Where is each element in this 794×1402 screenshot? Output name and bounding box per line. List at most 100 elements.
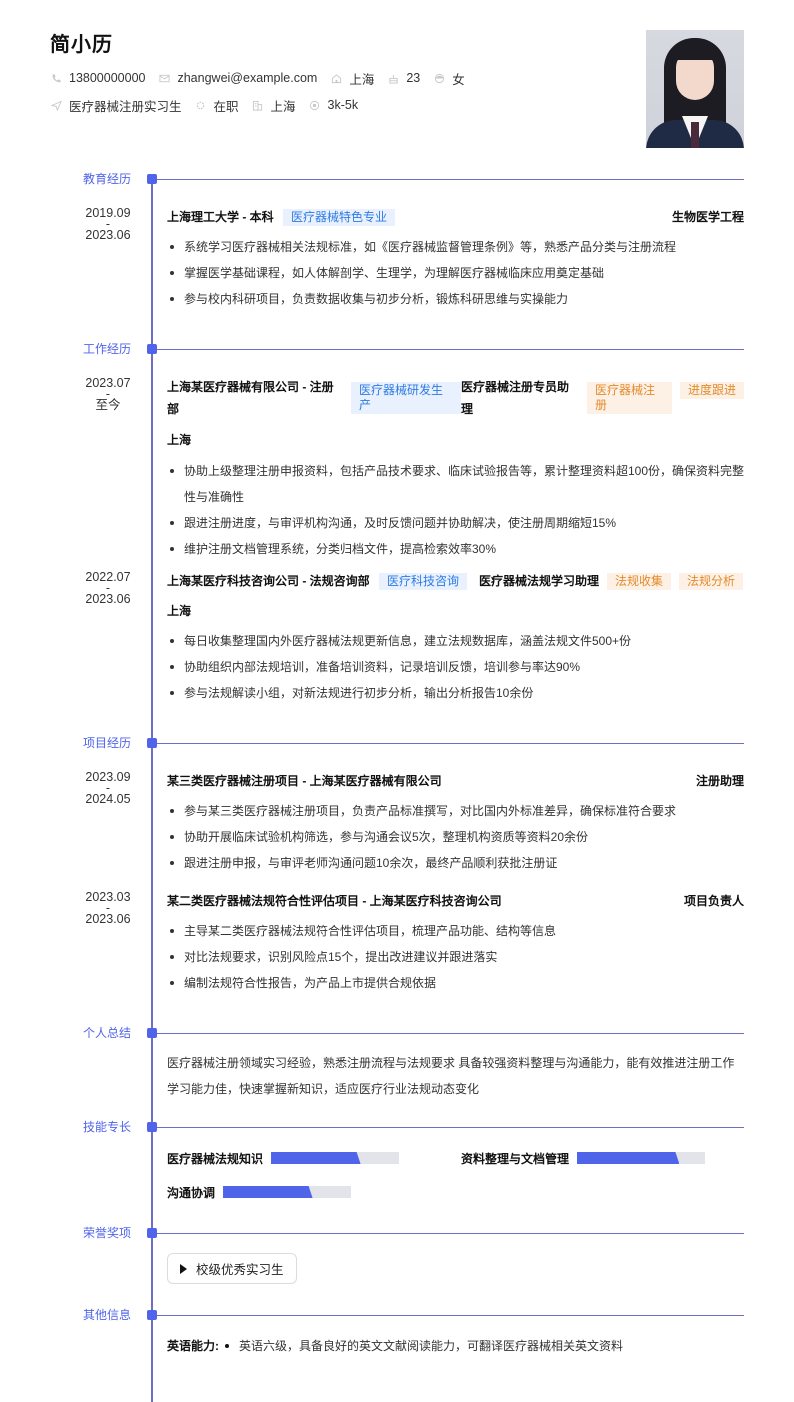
skill-item: 资料整理与文档管理 [461, 1151, 706, 1166]
section-divider [157, 1126, 744, 1128]
award-badge: 校级优秀实习生 [167, 1253, 297, 1284]
job-role: 医疗器械法规学习助理 [479, 574, 600, 588]
work-city: 上海 [167, 604, 192, 618]
gender-icon [433, 72, 445, 84]
list-item: 参与法规解读小组，对新法规进行初步分析，输出分析报告10余份 [170, 680, 745, 706]
list-item: 参与校内科研项目，负责数据收集与初步分析，锻炼科研思维与实操能力 [170, 286, 745, 312]
building-icon [252, 99, 264, 111]
intent-salary: 3k-5k [309, 98, 358, 112]
timeline-dot [147, 1310, 157, 1320]
other-label: 英语能力: [167, 1339, 219, 1353]
industry-tag: 医疗器械研发生产 [351, 382, 461, 414]
project-bullets: 主导某二类医疗器械法规符合性评估项目，梳理产品功能、结构等信息 对比法规要求，识… [170, 918, 745, 996]
section-education: 教育经历 [0, 171, 794, 187]
list-item: 协助组织内部法规培训，准备培训资料，记录培训反馈，培训参与率达90% [170, 654, 745, 680]
project-role: 项目负责人 [683, 894, 744, 908]
section-title: 荣誉奖项 [83, 1226, 132, 1240]
list-item: 每日收集整理国内外医疗器械法规更新信息，建立法规数据库，涵盖法规文件500+份 [170, 628, 745, 654]
section-title: 工作经历 [83, 342, 132, 356]
section-title: 技能专长 [83, 1120, 132, 1134]
work-date: 2023.07 - 至今 [85, 376, 131, 412]
timeline-dot [147, 174, 157, 184]
timeline-line [151, 178, 153, 1402]
list-item: 主导某二类医疗器械法规符合性评估项目，梳理产品功能、结构等信息 [170, 918, 745, 944]
list-item: 跟进注册申报，与审评老师沟通问题10余次，最终产品顺利获批注册证 [170, 850, 745, 876]
contact-gender: 女 [433, 69, 465, 88]
other-info-row: 英语能力: 英语六级，具备良好的英文文献阅读能力，可翻译医疗器械相关英文资料 [167, 1336, 623, 1356]
timeline-dot [147, 1122, 157, 1132]
section-projects: 项目经历 [0, 735, 794, 751]
skill-tag: 法规分析 [679, 573, 744, 590]
education-tag: 医疗器械特色专业 [283, 209, 396, 226]
play-triangle-icon [180, 1263, 187, 1274]
list-item: 编制法规符合性报告，为产品上市提供合规依据 [170, 970, 745, 996]
contact-phone: 13800000000 [50, 71, 145, 85]
section-divider [157, 1032, 744, 1034]
intent-status: 在职 [195, 96, 239, 115]
section-summary: 个人总结 [0, 1025, 794, 1041]
project-role: 注册助理 [695, 774, 744, 788]
list-item: 对比法规要求，识别风险点15个，提出改进建议并跟进落实 [170, 944, 745, 970]
skill-progress-bar [271, 1152, 400, 1164]
skill-item: 医疗器械法规知识 [167, 1151, 400, 1166]
section-title: 教育经历 [83, 172, 132, 186]
work-city: 上海 [167, 433, 192, 447]
school-name: 上海理工大学 - 本科 [167, 210, 274, 224]
bullet-dot [225, 1344, 229, 1348]
contact-row: 13800000000 zhangwei@example.com 上海 23 女 [50, 68, 478, 88]
phone-icon [50, 72, 62, 84]
intent-city: 上海 [252, 96, 296, 115]
skill-tag: 医疗器械注册 [587, 382, 672, 414]
section-divider [157, 178, 744, 180]
company-name: 上海某医疗器械有限公司 - 注册部 [167, 380, 334, 416]
intent-position: 医疗器械注册实习生 [50, 96, 182, 115]
section-title: 项目经历 [83, 736, 132, 750]
section-work: 工作经历 [0, 341, 794, 357]
profile-photo [646, 30, 744, 148]
timeline-dot [147, 344, 157, 354]
mail-icon [158, 72, 170, 84]
work-bullets: 每日收集整理国内外医疗器械法规更新信息，建立法规数据库，涵盖法规文件500+份 … [170, 628, 745, 706]
status-icon [195, 99, 207, 111]
work-date: 2022.07 - 2023.06 [85, 570, 131, 606]
education-bullets: 系统学习医疗器械相关法规标准，如《医疗器械监督管理条例》等，熟悉产品分类与注册流… [170, 234, 745, 312]
section-skills: 技能专长 [0, 1119, 794, 1135]
contact-email: zhangwei@example.com [158, 71, 317, 85]
intent-row: 医疗器械注册实习生 在职 上海 3k-5k [50, 95, 371, 115]
other-text: 英语六级，具备良好的英文文献阅读能力，可翻译医疗器械相关英文资料 [239, 1339, 624, 1353]
project-date: 2023.09 - 2024.05 [85, 770, 131, 806]
section-other: 其他信息 [0, 1307, 794, 1323]
section-divider [157, 348, 744, 350]
project-title: 某三类医疗器械注册项目 - 上海某医疗器械有限公司 [167, 774, 442, 788]
section-divider [157, 1232, 744, 1234]
education-date: 2019.09 - 2023.06 [85, 206, 131, 242]
skill-tag: 进度跟进 [680, 382, 744, 399]
job-role: 医疗器械注册专员助理 [461, 380, 570, 416]
section-awards: 荣誉奖项 [0, 1225, 794, 1241]
timeline-dot [147, 1028, 157, 1038]
timeline-dot [147, 1228, 157, 1238]
salary-icon [309, 99, 321, 111]
timeline-dot [147, 738, 157, 748]
list-item: 系统学习医疗器械相关法规标准，如《医疗器械监督管理条例》等，熟悉产品分类与注册流… [170, 234, 745, 260]
skill-tag: 法规收集 [607, 573, 672, 590]
skill-progress-bar [577, 1152, 706, 1164]
list-item: 掌握医学基础课程，如人体解剖学、生理学，为理解医疗器械临床应用奠定基础 [170, 260, 745, 286]
major: 生物医学工程 [671, 210, 744, 224]
company-name: 上海某医疗科技咨询公司 - 法规咨询部 [167, 574, 370, 588]
section-divider [157, 1314, 744, 1316]
list-item: 协助上级整理注册申报资料，包括产品技术要求、临床试验报告等，累计整理资料超100… [170, 458, 745, 510]
list-item: 参与某三类医疗器械注册项目，负责产品标准撰写，对比国内外标准差异，确保标准符合要… [170, 798, 745, 824]
list-item: 协助开展临床试验机构筛选，参与沟通会议5次，整理机构资质等资料20余份 [170, 824, 745, 850]
contact-city: 上海 [330, 69, 374, 88]
list-item: 维护注册文档管理系统，分类归档文件，提高检索效率30% [170, 536, 745, 562]
candidate-name: 简小历 [50, 34, 113, 56]
skill-item: 沟通协调 [167, 1185, 352, 1200]
contact-age: 23 [387, 71, 420, 85]
work-bullets: 协助上级整理注册申报资料，包括产品技术要求、临床试验报告等，累计整理资料超100… [170, 458, 745, 562]
summary-text: 医疗器械注册领域实习经验，熟悉注册流程与法规要求 具备较强资料整理与沟通能力，能… [167, 1056, 735, 1096]
section-title: 个人总结 [83, 1026, 132, 1040]
project-date: 2023.03 - 2023.06 [85, 890, 131, 926]
industry-tag: 医疗科技咨询 [379, 573, 468, 590]
project-title: 某二类医疗器械法规符合性评估项目 - 上海某医疗科技咨询公司 [167, 894, 502, 908]
